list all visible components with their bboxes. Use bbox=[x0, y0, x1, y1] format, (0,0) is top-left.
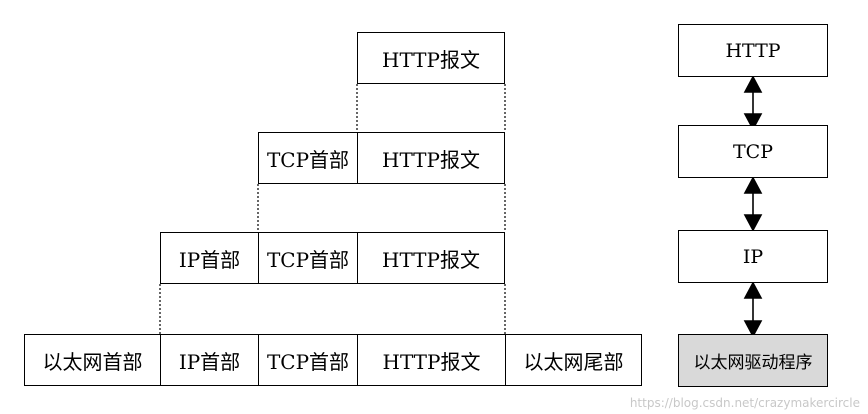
stack-tcp-layer: TCP bbox=[678, 125, 828, 178]
ip-header-box: IP首部 bbox=[160, 334, 259, 386]
ethernet-header-box: 以太网首部 bbox=[24, 334, 161, 386]
ip-header-box: IP首部 bbox=[160, 232, 259, 284]
arrow-down-icon bbox=[743, 113, 763, 131]
tcp-header-box: TCP首部 bbox=[258, 132, 358, 184]
stack-ip-layer: IP bbox=[678, 230, 828, 283]
arrow-down-icon bbox=[743, 214, 763, 232]
arrow-up-icon bbox=[743, 75, 763, 93]
arrow-up-icon bbox=[743, 176, 763, 194]
stack-http-layer: HTTP bbox=[678, 24, 828, 77]
tcp-header-box: TCP首部 bbox=[258, 232, 358, 284]
ethernet-trailer-box: 以太网尾部 bbox=[505, 334, 642, 386]
tcp-header-box: TCP首部 bbox=[258, 334, 358, 386]
http-message-box: HTTP报文 bbox=[357, 334, 506, 386]
watermark-url: https://blog.csdn.net/crazymakercircle bbox=[629, 396, 860, 410]
http-message-box: HTTP报文 bbox=[357, 132, 505, 184]
arrow-up-icon bbox=[743, 281, 763, 299]
http-message-box: HTTP报文 bbox=[357, 232, 505, 284]
stack-ethernet-driver-layer: 以太网驱动程序 bbox=[678, 334, 828, 387]
http-message-box: HTTP报文 bbox=[357, 32, 505, 84]
arrow-down-icon bbox=[743, 320, 763, 338]
